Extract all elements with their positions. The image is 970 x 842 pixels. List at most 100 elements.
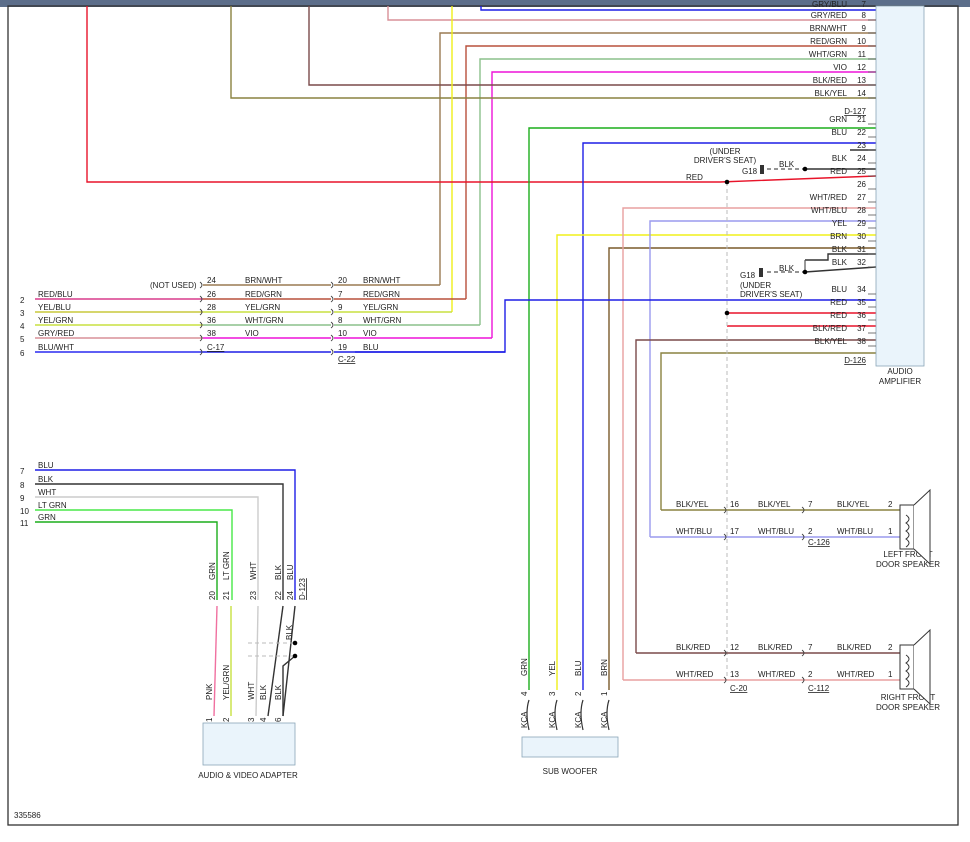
wire-blk-yel <box>230 6 876 99</box>
sub-woofer-connector-tag: KCA <box>520 711 529 728</box>
speaker-body <box>899 644 915 690</box>
harness-wire-label: VIO <box>363 329 377 338</box>
connector-pin-number: 9 <box>338 303 343 312</box>
wire-wht-blu <box>649 220 876 537</box>
connector-speaker-pin <box>801 506 805 514</box>
amplifier-pin-color: BRN/WHT <box>810 24 847 33</box>
av-input-label: BLU <box>38 461 54 470</box>
amplifier-pin-number: 37 <box>857 324 866 333</box>
amplifier-pin-number: 26 <box>857 180 866 189</box>
header-bar <box>0 0 970 7</box>
wire-yel-sub <box>556 234 876 690</box>
connector-pin-number: 7 <box>808 643 813 652</box>
sub-woofer-label: SUB WOOFER <box>543 767 598 776</box>
av-wire-label: LT GRN <box>222 551 231 580</box>
connector-pin-number: 17 <box>730 527 739 536</box>
sub-woofer-pin-number: 4 <box>520 691 529 696</box>
amplifier-pin-color: BLK <box>832 245 848 254</box>
connector-c22-pin <box>330 281 334 289</box>
speaker-wire-label: BLK/RED <box>837 643 871 652</box>
sub-woofer-wire-label: BLU <box>574 660 583 676</box>
harness-pin-number: 3 <box>20 309 25 318</box>
connector-c17-pin <box>199 308 203 316</box>
amplifier-pin-number: 13 <box>857 76 866 85</box>
connector-pin-number: C-17 <box>207 343 225 352</box>
harness-wire-label: WHT/GRN <box>363 316 401 325</box>
connector-pin-number: 24 <box>207 276 216 285</box>
connector-c17-pin <box>199 348 203 356</box>
harness-wire-label: RED/GRN <box>363 290 400 299</box>
speaker-cone <box>913 628 931 706</box>
connector-c126: C-126 <box>808 538 830 547</box>
speaker-label: LEFT FRONT <box>883 550 932 559</box>
connector-pin-number: 12 <box>730 643 739 652</box>
amplifier-pin-color: BLK <box>832 258 848 267</box>
sub-woofer-terminal <box>606 699 610 731</box>
connector-c20-pin <box>723 649 727 657</box>
splice-dot <box>802 166 808 172</box>
speaker-wire-label: BLK/YEL <box>837 500 870 509</box>
sub-woofer-wire-label: GRN <box>520 658 529 676</box>
audio-amplifier: AUDIO AMPLIFIER D-127 D-126 8GRY/RED9BRN… <box>809 0 925 386</box>
amplifier-pin-color: BLK/YEL <box>815 89 848 98</box>
connector-pin-number: 7 <box>808 500 813 509</box>
connector-c17-pin <box>199 321 203 329</box>
harness-wire-label: BLU/WHT <box>38 343 74 352</box>
av-pin-number: 2 <box>222 717 231 722</box>
av-input-label: LT GRN <box>38 501 67 510</box>
av-adapter-body <box>202 722 296 766</box>
amplifier-pin-color: BLU <box>831 128 847 137</box>
connector-c22-pin <box>330 334 334 342</box>
speaker-pin-number: 2 <box>888 643 893 652</box>
av-wire-label: WHT <box>249 562 258 580</box>
wire-vio <box>491 71 876 338</box>
av-pin-number: 24 <box>286 591 295 600</box>
connector-pin-number: 19 <box>338 343 347 352</box>
sub-woofer-terminal <box>554 699 558 731</box>
ground-note: DRIVER'S SEAT) <box>740 290 803 299</box>
sub-woofer-body <box>521 736 619 758</box>
connector-c20: C-20 <box>730 684 748 693</box>
amplifier-pin-number: 31 <box>857 245 866 254</box>
av-adapter-label: AUDIO & VIDEO ADAPTER <box>198 771 298 780</box>
connector-pin-number: 2 <box>808 527 813 536</box>
amplifier-pin-color: RED <box>830 311 847 320</box>
wire-red-grn <box>465 45 876 299</box>
av-wire-label: BLK <box>274 564 283 580</box>
ground-id: G18 <box>740 271 756 280</box>
wire-blk-yel-spk <box>660 352 876 510</box>
av-pin-number: 3 <box>247 717 256 722</box>
amplifier-pin-number: 9 <box>862 24 867 33</box>
av-wire-label: YEL/GRN <box>222 665 231 700</box>
speaker-wire-label: BLK/RED <box>676 643 710 652</box>
amplifier-pin-color: WHT/RED <box>810 193 848 202</box>
amplifier-pin-color: RED <box>830 298 847 307</box>
wire-blk-red <box>308 6 876 86</box>
amplifier-pin-number: 21 <box>857 115 866 124</box>
wire-brn-sub <box>608 247 876 690</box>
splice-dot <box>724 310 730 316</box>
connector-c22-pin <box>330 308 334 316</box>
av-shield-label: BLK <box>285 624 294 640</box>
amplifier-pin-color: YEL <box>832 219 848 228</box>
harness-wire-label: VIO <box>245 329 259 338</box>
av-pin-number: 22 <box>274 591 283 600</box>
amplifier-body <box>875 5 925 367</box>
sub-woofer: SUB WOOFER <box>521 736 619 776</box>
amplifier-pin-number: 25 <box>857 167 866 176</box>
harness-wire-label: YEL/GRN <box>38 316 73 325</box>
harness-wire-label: RED/BLU <box>38 290 73 299</box>
sub-woofer-connector-tag: KCA <box>600 711 609 728</box>
amplifier-pin-number: 22 <box>857 128 866 137</box>
harness-wire-label: YEL/BLU <box>38 303 71 312</box>
sub-woofer-wire-label: BRN <box>600 659 609 676</box>
speaker-label: RIGHT FRONT <box>881 693 936 702</box>
speaker-pin-number: 2 <box>888 500 893 509</box>
wire-av-input <box>35 521 218 600</box>
speaker-coil <box>905 514 910 548</box>
ground-wire-label: BLK <box>779 264 795 273</box>
connector-speaker-pin <box>801 649 805 657</box>
wire-av-input <box>35 469 296 600</box>
sub-woofer-wire-label: YEL <box>548 660 557 676</box>
